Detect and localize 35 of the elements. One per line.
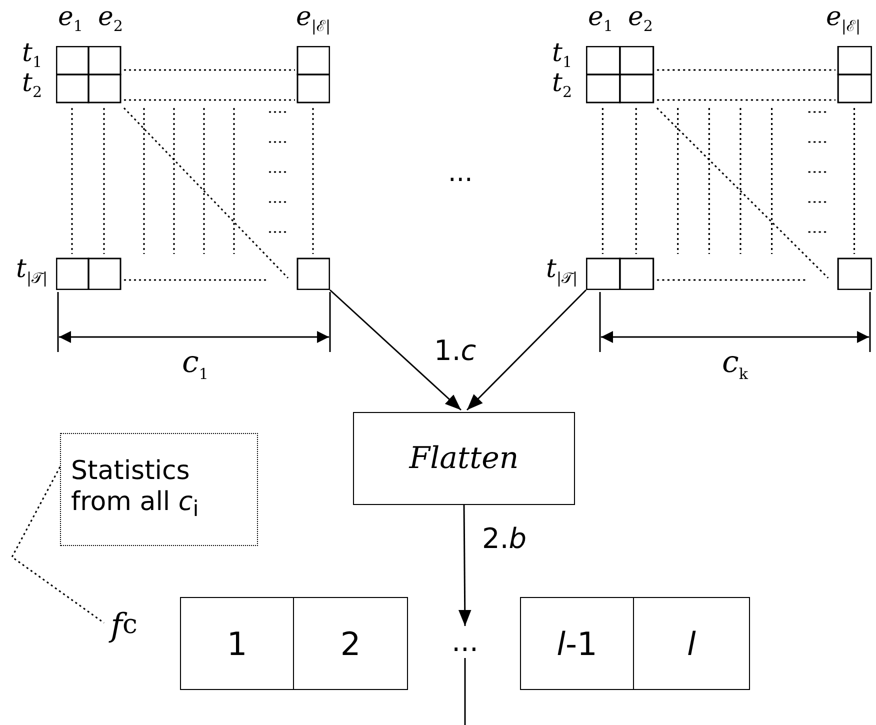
cell-label: l-1 (556, 624, 598, 662)
arrow (458, 505, 472, 626)
arrow (330, 289, 462, 411)
dimension-label: c$_{k}$ (722, 348, 748, 382)
ellipsis: ... (448, 160, 473, 186)
process-box (353, 412, 575, 505)
matrix-drawing (586, 46, 872, 290)
axis-symbol: t$_{2}$ (552, 70, 572, 100)
note-box (60, 433, 258, 546)
cell-label: 1 (226, 624, 248, 662)
line (464, 658, 466, 725)
axis-symbol: e$_{|ℰ|}$ (826, 4, 860, 34)
axis-symbol: t$_{2}$ (22, 70, 42, 100)
arrow (466, 289, 587, 411)
dimension-label: c$_{1}$ (182, 348, 208, 382)
axis-symbol: e$_{|ℰ|}$ (296, 4, 330, 34)
process-label: Flatten (409, 441, 519, 476)
cell-label: l (687, 624, 696, 662)
axis-symbol: e$_{2}$ (628, 4, 653, 34)
vector-cell (633, 597, 750, 690)
axis-symbol: t$_{|𝒯|}$ (16, 256, 48, 286)
vector-cell (180, 597, 294, 690)
axis-symbol: e$_{2}$ (98, 4, 123, 34)
axis-symbol: t$_{|𝒯|}$ (546, 256, 578, 286)
axis-symbol: e$_{1}$ (58, 4, 83, 34)
vector-cell (520, 597, 634, 690)
cell-label: 2 (340, 624, 361, 662)
vector-cell (293, 597, 408, 690)
axis-symbol: e$_{1}$ (588, 4, 613, 34)
axis-symbol: t$_{1}$ (22, 40, 42, 70)
ellipsis: ... (448, 630, 482, 654)
matrix-drawing (56, 46, 330, 290)
note-text: Statistics from all c$_{i}$ (71, 456, 200, 524)
axis-symbol: t$_{1}$ (552, 40, 572, 70)
leader-line (11, 466, 104, 624)
